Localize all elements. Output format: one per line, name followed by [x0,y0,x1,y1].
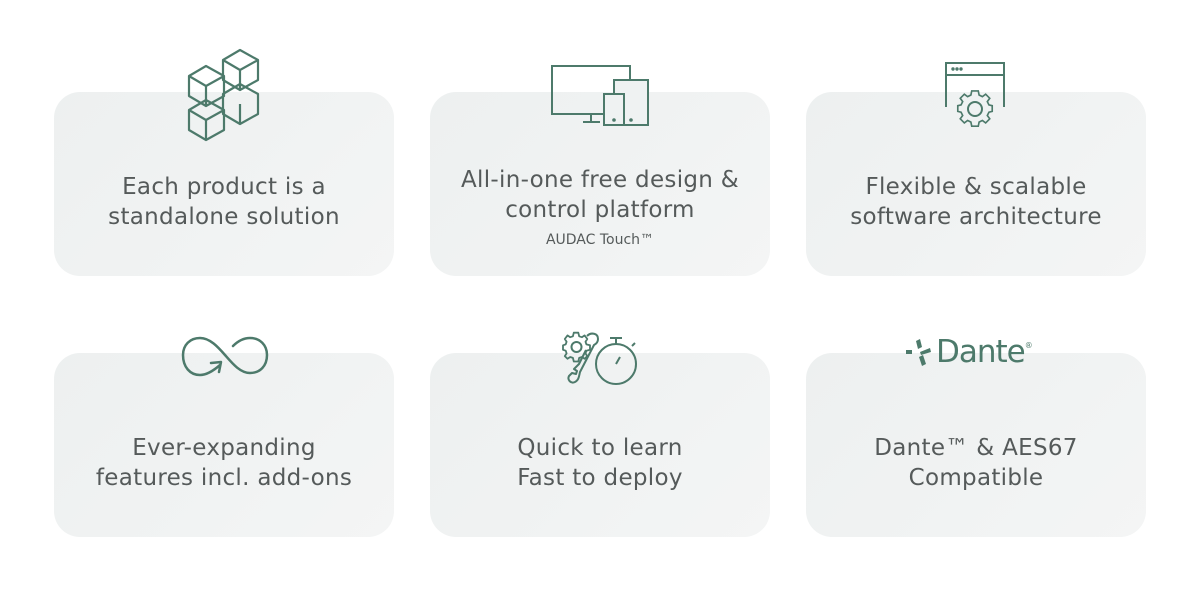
feature-text: Each product is a standalone solution [54,172,394,232]
feature-text: Flexible & scalable software architectur… [806,172,1146,232]
registered-mark: ® [1024,341,1033,350]
wrench-icon [567,332,599,384]
tools-stopwatch-icon [562,331,637,385]
phone-icon [603,93,625,126]
stopwatch-icon [595,337,637,385]
feature-line: Ever-expanding [132,435,316,461]
feature-line: control platform [505,197,695,223]
browser-gear-icon [945,62,1005,127]
gear-icon [562,331,591,363]
feature-line: Each product is a [122,174,326,200]
feature-line: Fast to deploy [517,465,683,491]
feature-line: Quick to learn [517,435,683,461]
feature-text: Quick to learn Fast to deploy [430,433,770,493]
feature-text: Dante™ & AES67 Compatible [806,433,1146,493]
browser-window-icon [945,62,1005,107]
gear-icon [956,90,994,127]
feature-line: software architecture [850,204,1102,230]
feature-text: All-in-one free design & control platfor… [430,165,770,225]
dante-logo: Dante ® [906,334,1033,370]
feature-card-quick: Quick to learn Fast to deploy [430,353,770,537]
feature-line: Dante™ & AES67 [874,435,1078,461]
feature-line: features incl. add-ons [95,465,353,491]
dante-mark-icon [906,339,931,366]
feature-line: Compatible [908,465,1044,491]
cubes-icon [187,48,260,142]
feature-line: All-in-one free design & [460,167,740,193]
feature-card-dante: Dante™ & AES67 Compatible [806,353,1146,537]
feature-subtitle: AUDAC Touch™ [545,232,655,248]
feature-line: standalone solution [108,204,340,230]
feature-line: Flexible & scalable [865,174,1087,200]
dante-logo-text: Dante [936,334,1026,370]
devices-icon [551,65,649,126]
feature-text: Ever-expanding features incl. add-ons [54,433,394,493]
infinity-icon [181,336,269,377]
feature-card-expanding: Ever-expanding features incl. add-ons [54,353,394,537]
